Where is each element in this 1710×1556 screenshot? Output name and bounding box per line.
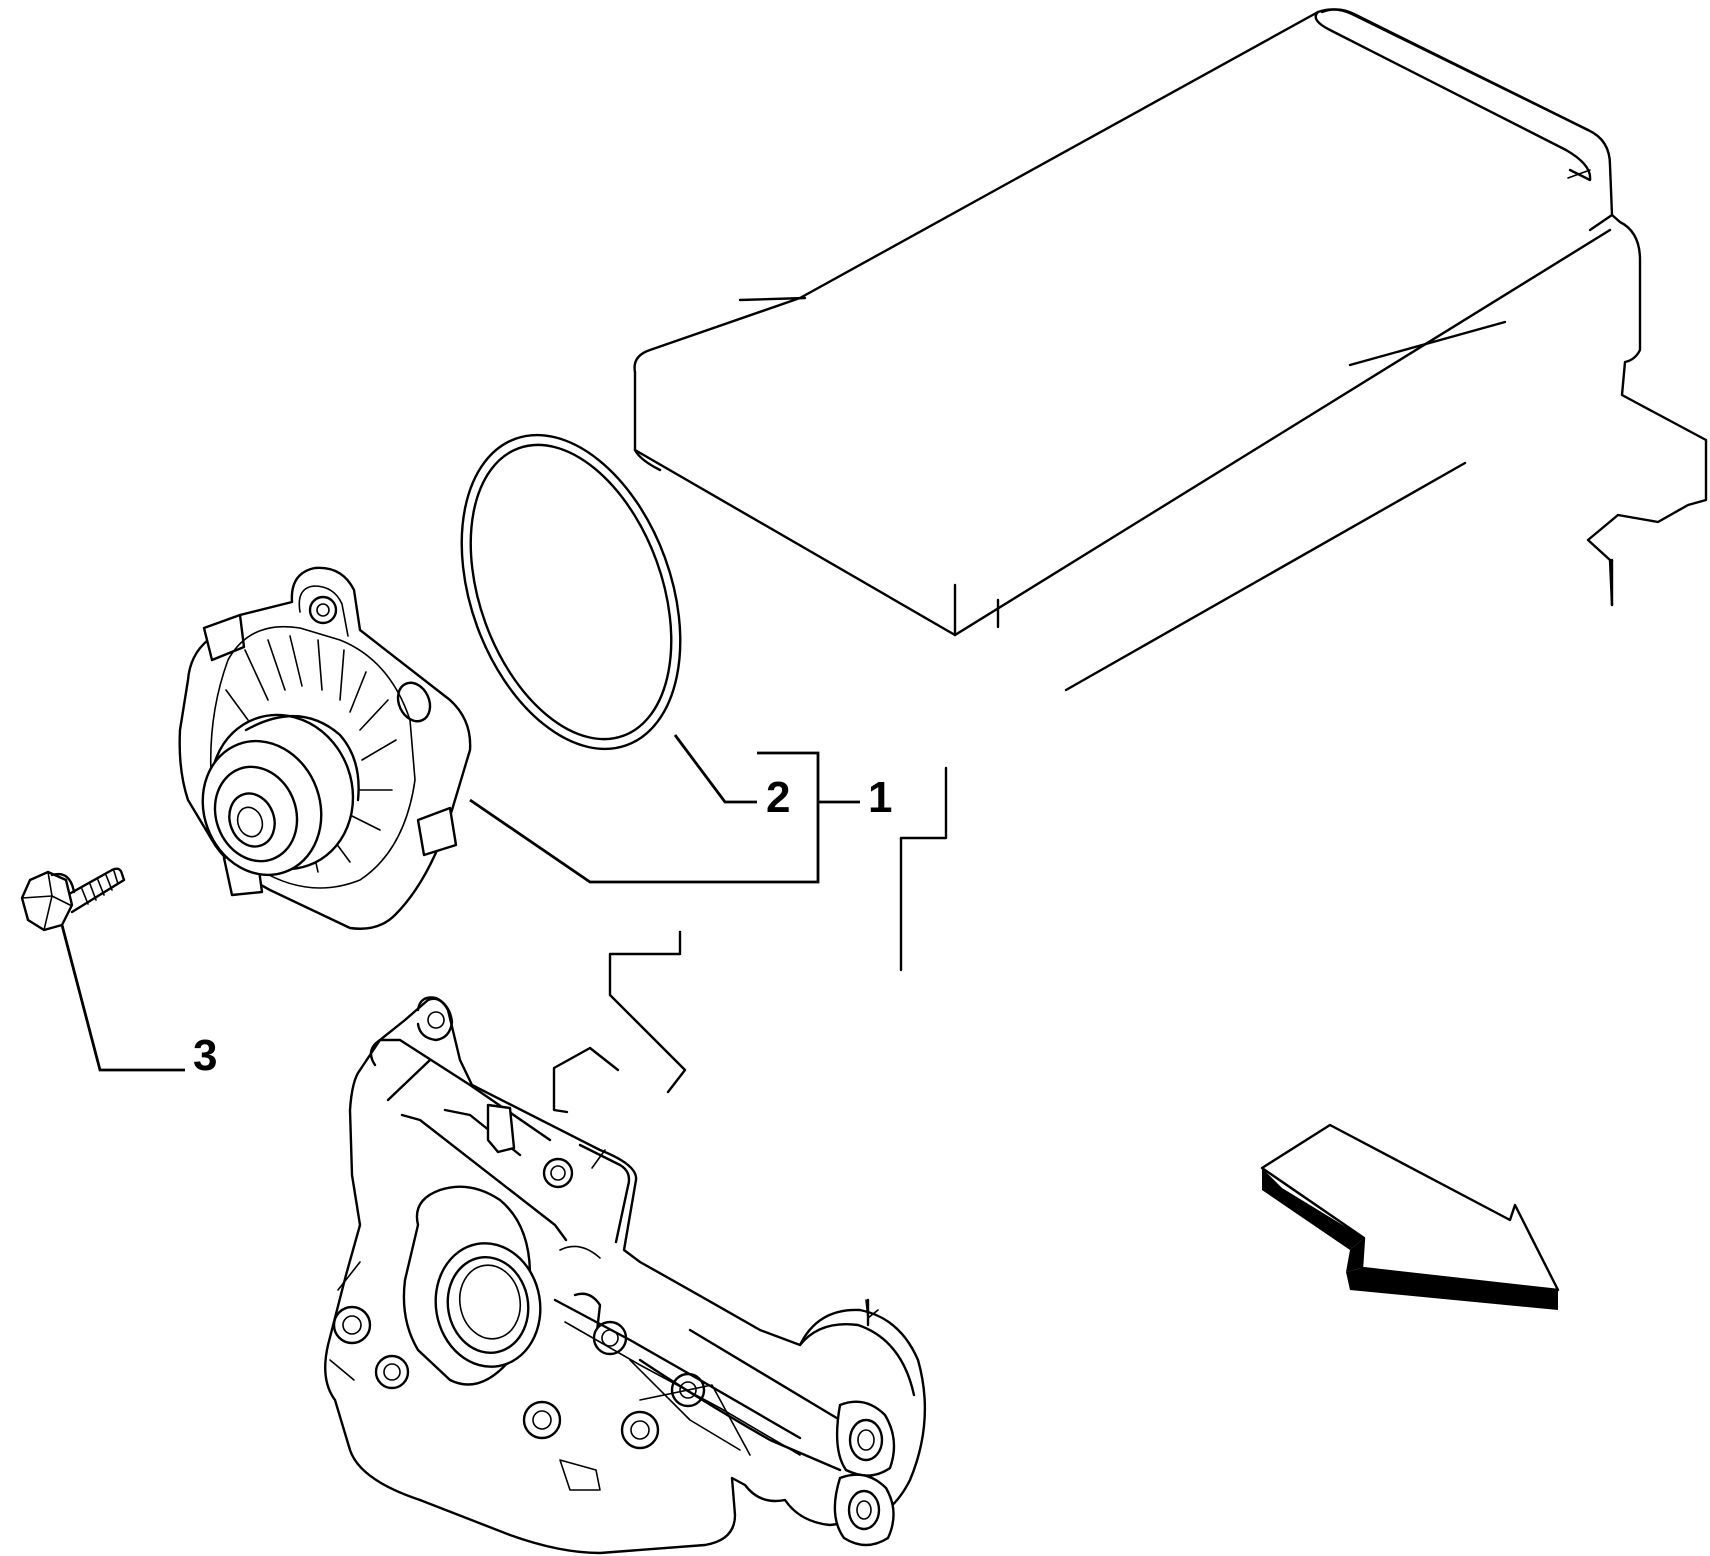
callouts: 1 2 3 — [193, 773, 892, 1080]
pump-housing — [324, 996, 927, 1555]
leader-lines — [60, 734, 860, 1072]
callout-2: 2 — [766, 773, 790, 822]
callout-1: 1 — [868, 773, 892, 822]
o-ring-gasket — [460, 433, 682, 751]
arrow-down-right-icon — [1260, 1123, 1560, 1310]
engine-block — [552, 8, 1708, 1114]
callout-3: 3 — [193, 1031, 217, 1080]
hex-bolt — [20, 867, 126, 932]
water-pump — [178, 566, 472, 930]
